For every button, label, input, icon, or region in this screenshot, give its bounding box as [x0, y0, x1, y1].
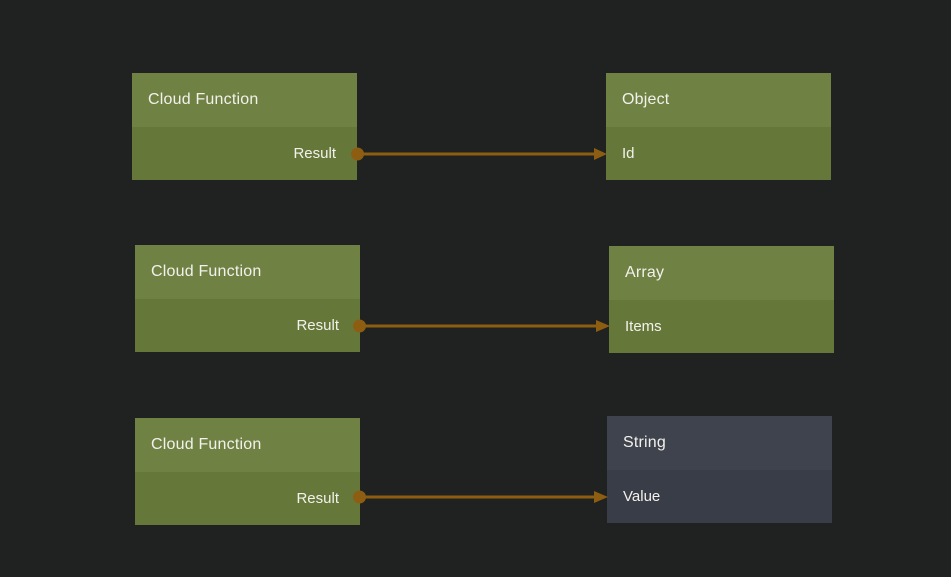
node-title[interactable]: Cloud Function: [135, 418, 360, 472]
input-port-items[interactable]: Items: [609, 300, 834, 353]
node-title[interactable]: Cloud Function: [132, 73, 357, 127]
node-cloud-function-1[interactable]: Cloud Function Result: [132, 73, 357, 180]
port-label: Items: [625, 318, 662, 335]
connection-result-to-items[interactable]: [353, 319, 610, 333]
node-string[interactable]: String Value: [607, 416, 832, 523]
node-body: Items: [609, 300, 834, 353]
port-label: Value: [623, 488, 661, 505]
node-cloud-function-2[interactable]: Cloud Function Result: [135, 245, 360, 352]
node-title[interactable]: Cloud Function: [135, 245, 360, 299]
node-cloud-function-3[interactable]: Cloud Function Result: [135, 418, 360, 525]
node-body: Id: [606, 127, 831, 180]
node-body: Result: [135, 472, 360, 525]
node-body: Value: [607, 470, 832, 523]
node-title[interactable]: Object: [606, 73, 831, 127]
connection-result-to-value[interactable]: [353, 490, 608, 504]
input-port-value[interactable]: Value: [607, 470, 832, 523]
output-port-result[interactable]: Result: [135, 472, 360, 525]
port-label: Result: [296, 490, 339, 507]
port-label: Id: [622, 145, 635, 162]
node-title[interactable]: Array: [609, 246, 834, 300]
output-port-result[interactable]: Result: [132, 127, 357, 180]
output-port-result[interactable]: Result: [135, 299, 360, 352]
port-label: Result: [296, 317, 339, 334]
arrowhead-icon: [596, 320, 610, 332]
port-label: Result: [293, 145, 336, 162]
node-body: Result: [132, 127, 357, 180]
node-title[interactable]: String: [607, 416, 832, 470]
input-port-id[interactable]: Id: [606, 127, 831, 180]
node-body: Result: [135, 299, 360, 352]
connection-result-to-id[interactable]: [351, 147, 607, 161]
arrowhead-icon: [594, 491, 608, 503]
node-object[interactable]: Object Id: [606, 73, 831, 180]
node-array[interactable]: Array Items: [609, 246, 834, 353]
